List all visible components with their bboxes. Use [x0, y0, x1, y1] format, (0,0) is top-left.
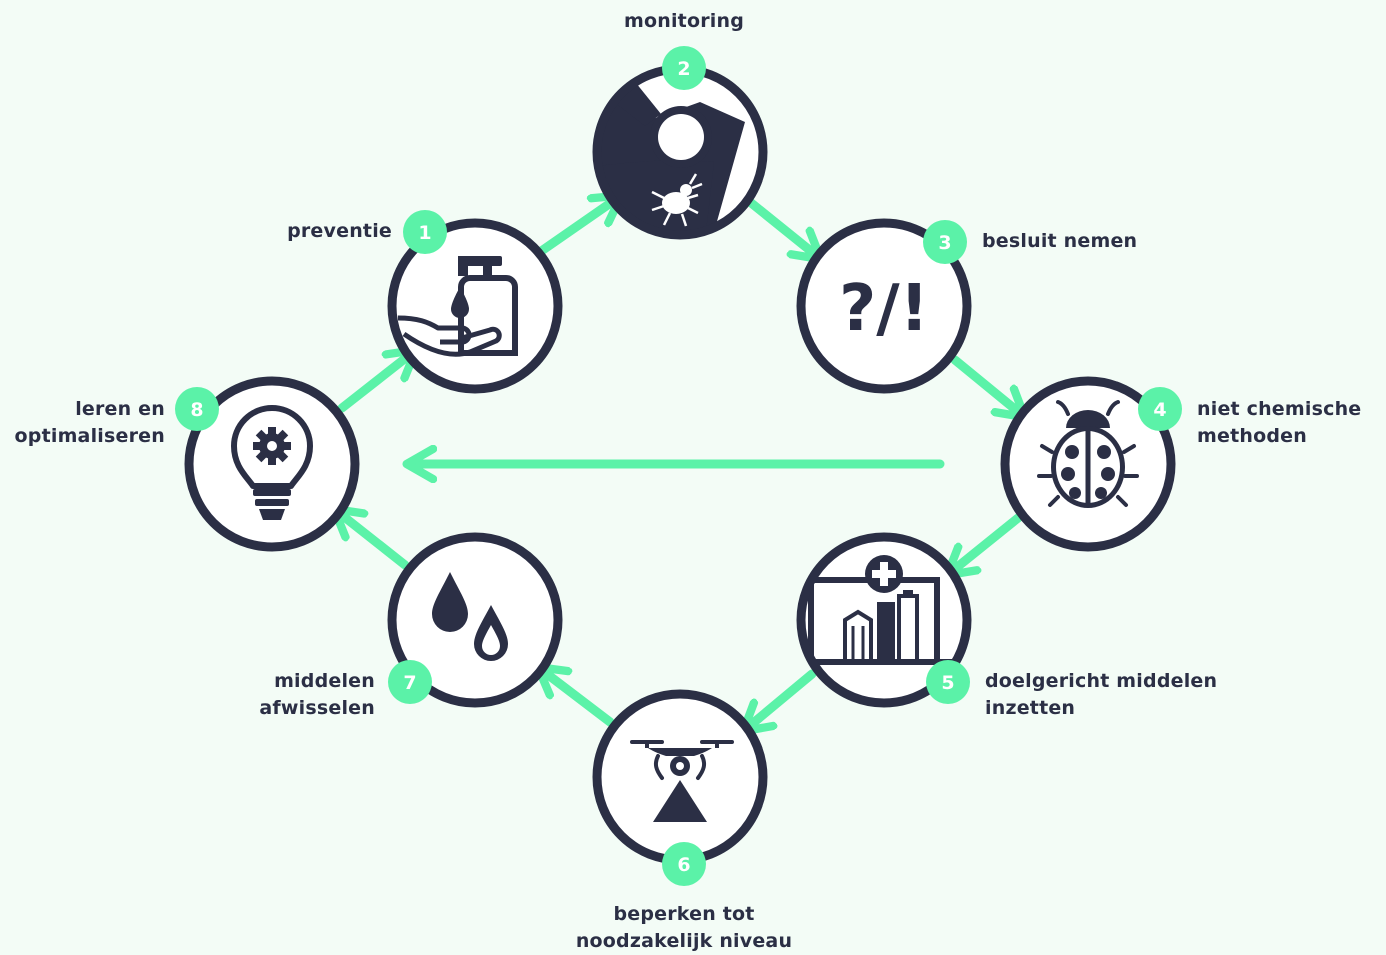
step-1-label: preventie: [287, 218, 392, 245]
step-label-line: preventie: [287, 220, 392, 242]
step-8-label: leren en optimaliseren: [15, 396, 165, 450]
step-label-line: doelgericht middelen: [985, 670, 1218, 692]
step-label-line: middelen: [274, 670, 375, 692]
step-label-line: noodzakelijk niveau: [575, 930, 793, 952]
step-6-node: 6: [592, 689, 768, 886]
step-6-label: beperken tot noodzakelijk niveau: [530, 901, 838, 955]
step-2-node: 2: [592, 46, 768, 240]
question-exclamation-icon: ?/!: [839, 272, 929, 346]
step-number: 1: [418, 222, 431, 244]
arrow-5-to-6: [752, 669, 817, 724]
step-5-node: 5: [796, 532, 972, 708]
hospital-chart-icon: [805, 555, 960, 665]
step-3-label: besluit nemen: [982, 228, 1137, 255]
step-number: 3: [938, 232, 951, 254]
step-number: 2: [677, 58, 690, 80]
arrow-6-to-7: [547, 674, 615, 727]
arrow-3-to-4: [950, 355, 1016, 410]
step-3-node: ?/! 3: [796, 218, 972, 394]
step-8-node: 8: [175, 376, 360, 552]
step-number: 5: [941, 672, 954, 694]
water-drops-icon: [432, 572, 508, 661]
hand-soap-icon: [397, 256, 518, 357]
drone-spray-icon: [630, 740, 734, 822]
step-number: 7: [403, 672, 416, 694]
step-label-line: leren en: [75, 398, 165, 420]
arrow-8-to-1: [337, 357, 407, 413]
arrow-4-to-5: [956, 513, 1023, 568]
step-number: 8: [190, 399, 203, 421]
step-label-line: besluit nemen: [982, 230, 1138, 252]
arrow-7-to-8: [343, 516, 410, 570]
step-2-label: monitoring: [584, 8, 784, 35]
step-4-label: niet chemische methoden: [1197, 396, 1361, 450]
arrow-1-to-2: [535, 202, 612, 257]
step-number: 4: [1153, 399, 1166, 421]
step-label-line: methoden: [1197, 425, 1307, 447]
cycle-arrows: [342, 202, 1018, 724]
step-label-line: monitoring: [623, 10, 745, 32]
ladybug-icon: [1037, 400, 1139, 508]
step-label-line: optimaliseren: [14, 425, 165, 447]
step-label-line: niet chemische: [1197, 398, 1362, 420]
step-label-line: beperken tot: [613, 903, 755, 925]
step-7-label: middelen afwisselen: [259, 668, 375, 722]
step-7-node: 7: [387, 532, 563, 708]
arrow-2-to-3: [745, 197, 812, 252]
step-1-node: 1: [387, 210, 563, 394]
step-4-node: 4: [1000, 376, 1182, 552]
step-label-line: inzetten: [985, 697, 1076, 719]
lightbulb-gear-icon: [231, 405, 313, 520]
step-number: 6: [677, 854, 690, 876]
step-label-line: afwisselen: [259, 697, 375, 719]
step-5-label: doelgericht middelen inzetten: [985, 668, 1217, 722]
